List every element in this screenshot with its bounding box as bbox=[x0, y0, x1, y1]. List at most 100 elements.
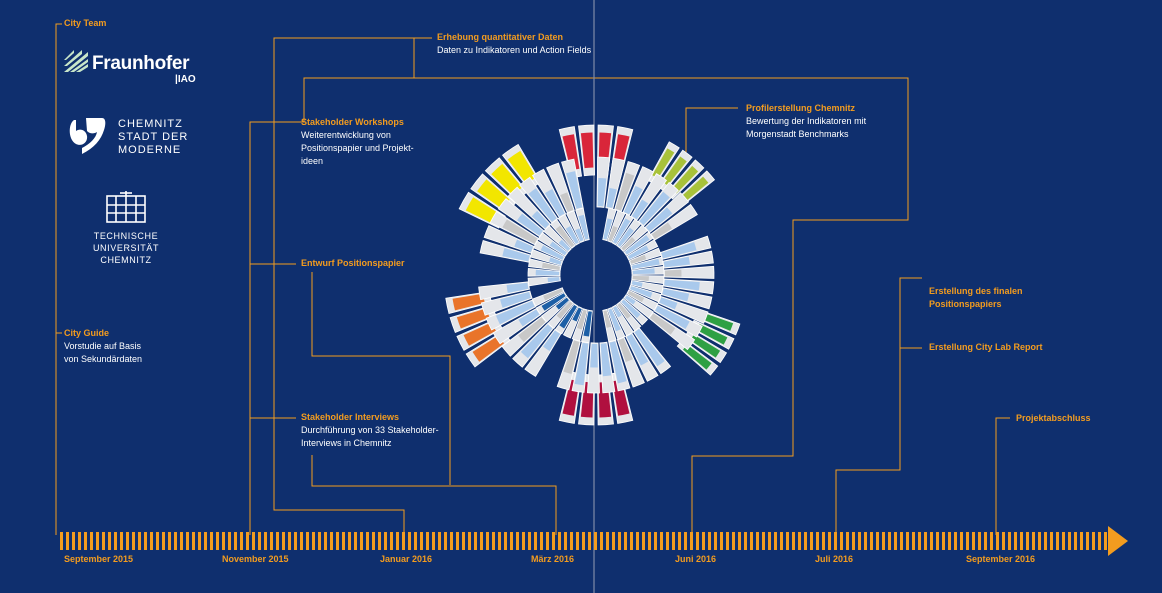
timeline-tick bbox=[1080, 532, 1083, 550]
chart-cell-fill bbox=[465, 197, 500, 225]
finales-positionspapier-title: Erstellung des finalen Positionspapiers bbox=[929, 286, 1023, 309]
chart-cell-fill bbox=[683, 344, 712, 370]
chart-cell-fill bbox=[535, 269, 560, 276]
timeline-tick bbox=[138, 532, 141, 550]
timeline-tick bbox=[606, 532, 609, 550]
timeline-tick bbox=[474, 532, 477, 550]
timeline-tick bbox=[270, 532, 273, 550]
timeline-tick bbox=[972, 532, 975, 550]
timeline-tick bbox=[366, 532, 369, 550]
timeline-tick bbox=[204, 532, 207, 550]
timeline-tick bbox=[90, 532, 93, 550]
timeline-tick bbox=[354, 532, 357, 550]
timeline-tick bbox=[912, 532, 915, 550]
timeline-tick bbox=[180, 532, 183, 550]
chart-cell-fill bbox=[575, 228, 584, 242]
chart-cell-fill bbox=[517, 213, 543, 236]
timeline-tick bbox=[768, 532, 771, 550]
timeline-tick bbox=[1104, 532, 1107, 550]
timeline-tick bbox=[390, 532, 393, 550]
timeline-tick bbox=[948, 532, 951, 550]
timeline-tick bbox=[876, 532, 879, 550]
timeline-tick bbox=[666, 532, 669, 550]
timeline-tick bbox=[696, 532, 699, 550]
timeline-tick bbox=[174, 532, 177, 550]
fraunhofer-sub: |IAO bbox=[175, 74, 196, 85]
timeline-tick bbox=[1050, 532, 1053, 550]
timeline-tick bbox=[534, 532, 537, 550]
chart-cell-fill bbox=[623, 185, 643, 215]
profilerstellung-text: Bewertung der Indikatoren mit Morgenstad… bbox=[746, 116, 867, 139]
timeline-tick bbox=[234, 532, 237, 550]
chart-cell-fill bbox=[558, 239, 571, 251]
timeline-tick bbox=[240, 532, 243, 550]
timeline-tick bbox=[288, 532, 291, 550]
timeline-tick bbox=[546, 532, 549, 550]
projektabschluss-title: Projektabschluss bbox=[1016, 413, 1091, 423]
chart-cell-fill bbox=[549, 257, 562, 265]
timeline-tick bbox=[702, 532, 705, 550]
timeline-tick bbox=[660, 532, 663, 550]
chart-cell-fill bbox=[626, 334, 649, 366]
chart-cell-fill bbox=[518, 309, 540, 327]
timeline-tick bbox=[732, 532, 735, 550]
timeline-tick bbox=[102, 532, 105, 550]
timeline-tick bbox=[612, 532, 615, 550]
timeline-tick bbox=[312, 532, 315, 550]
timeline-tick bbox=[852, 532, 855, 550]
chart-cell-fill bbox=[590, 343, 598, 368]
chart-cell-fill bbox=[463, 322, 496, 346]
timeline-tick bbox=[864, 532, 867, 550]
timeline-tick bbox=[384, 532, 387, 550]
timeline-tick bbox=[960, 532, 963, 550]
timeline-tick bbox=[870, 532, 873, 550]
chart-cell-fill bbox=[621, 299, 641, 319]
timeline-tick bbox=[762, 532, 765, 550]
timeline-tick bbox=[1008, 532, 1011, 550]
timeline-tick bbox=[156, 532, 159, 550]
timeline-tick bbox=[360, 532, 363, 550]
timeline-tick bbox=[918, 532, 921, 550]
chart-cell-fill bbox=[544, 188, 565, 217]
timeline-tick bbox=[264, 532, 267, 550]
timeline-tick bbox=[858, 532, 861, 550]
timeline-tick bbox=[828, 532, 831, 550]
chart-cell-fill bbox=[506, 282, 529, 293]
timeline-tick bbox=[276, 532, 279, 550]
chart-cell-fill bbox=[621, 236, 636, 251]
timeline-tick bbox=[426, 532, 429, 550]
timeline-tick bbox=[402, 532, 405, 550]
erhebung-text: Daten zu Indikatoren und Action Fields bbox=[437, 45, 592, 55]
chart-cell-fill bbox=[555, 297, 569, 310]
timeline-tick bbox=[996, 532, 999, 550]
timeline-tick bbox=[822, 532, 825, 550]
timeline-tick bbox=[126, 532, 129, 550]
chart-cell-fill bbox=[696, 324, 728, 345]
timeline-tick bbox=[540, 532, 543, 550]
timeline-tick bbox=[336, 532, 339, 550]
timeline-tick bbox=[372, 532, 375, 550]
chart-cell-fill bbox=[541, 262, 560, 271]
timeline-tick bbox=[558, 532, 561, 550]
timeline-tick bbox=[330, 532, 333, 550]
timeline-tick bbox=[1002, 532, 1005, 550]
projektabschluss-label: Projektabschluss bbox=[1016, 412, 1091, 425]
date-label-jun-2016: Juni 2016 bbox=[675, 554, 717, 564]
timeline-tick bbox=[72, 532, 75, 550]
timeline-tick bbox=[618, 532, 621, 550]
stakeholder-interviews-text: Durchführung von 33 Stakeholder- Intervi… bbox=[301, 425, 439, 448]
city-guide-text: Vorstudie auf Basis von Sekundärdaten bbox=[64, 341, 143, 364]
timeline-tick bbox=[942, 532, 945, 550]
timeline-tick bbox=[600, 532, 603, 550]
timeline-tick bbox=[444, 532, 447, 550]
timeline-tick bbox=[462, 532, 465, 550]
timeline-tick bbox=[120, 532, 123, 550]
chart-cell-fill bbox=[634, 328, 665, 367]
timeline-tick bbox=[132, 532, 135, 550]
chart-cell-fill bbox=[543, 330, 561, 351]
chart-cell-fill bbox=[507, 150, 537, 184]
city-team-title: City Team bbox=[64, 18, 107, 28]
timeline-tick bbox=[456, 532, 459, 550]
city-lab-report-label: Erstellung City Lab Report bbox=[929, 341, 1043, 354]
stakeholder-workshops-title: Stakeholder Workshops bbox=[301, 117, 404, 127]
